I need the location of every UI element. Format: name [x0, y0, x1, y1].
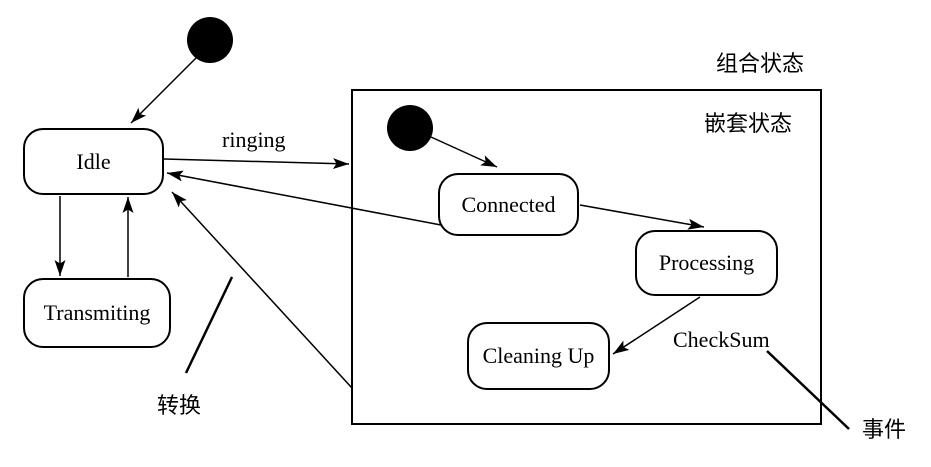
label-nested-state: 嵌套状态 [704, 111, 793, 136]
state-idle: Idle [23, 128, 164, 195]
transition-initial-to-idle [130, 57, 197, 124]
state-transmiting: Transmiting [23, 278, 171, 348]
transition-connected-to-idle [166, 170, 442, 226]
label-transition: 转换 [157, 393, 202, 418]
state-idle-label: Idle [76, 148, 111, 174]
state-cleaning-up: Cleaning Up [467, 322, 610, 390]
transition-composite-to-idle [171, 191, 353, 389]
state-transmiting-label: Transmiting [43, 300, 151, 325]
label-event: 事件 [862, 417, 907, 442]
state-connected-label: Connected [461, 191, 556, 217]
transition-nested-initial-to-connected [430, 136, 498, 168]
label-composite-state: 组合状态 [716, 51, 805, 76]
state-cleaning-up-label: Cleaning Up [482, 343, 595, 368]
transition-connected-to-processing [579, 204, 705, 230]
state-processing: Processing [635, 230, 778, 296]
initial-state-dot [187, 17, 233, 63]
transition-ringing-idle-to-composite [163, 158, 350, 170]
state-connected: Connected [438, 173, 579, 236]
callout-line-event [766, 350, 850, 430]
state-processing-label: Processing [658, 250, 755, 275]
label-checksum: CheckSum [673, 327, 770, 352]
transition-processing-to-cleaningup [612, 296, 701, 355]
composite-state-box [351, 89, 822, 425]
label-ringing: ringing [222, 127, 286, 152]
callout-line-transition [184, 276, 234, 374]
nested-initial-state-dot [387, 105, 433, 151]
